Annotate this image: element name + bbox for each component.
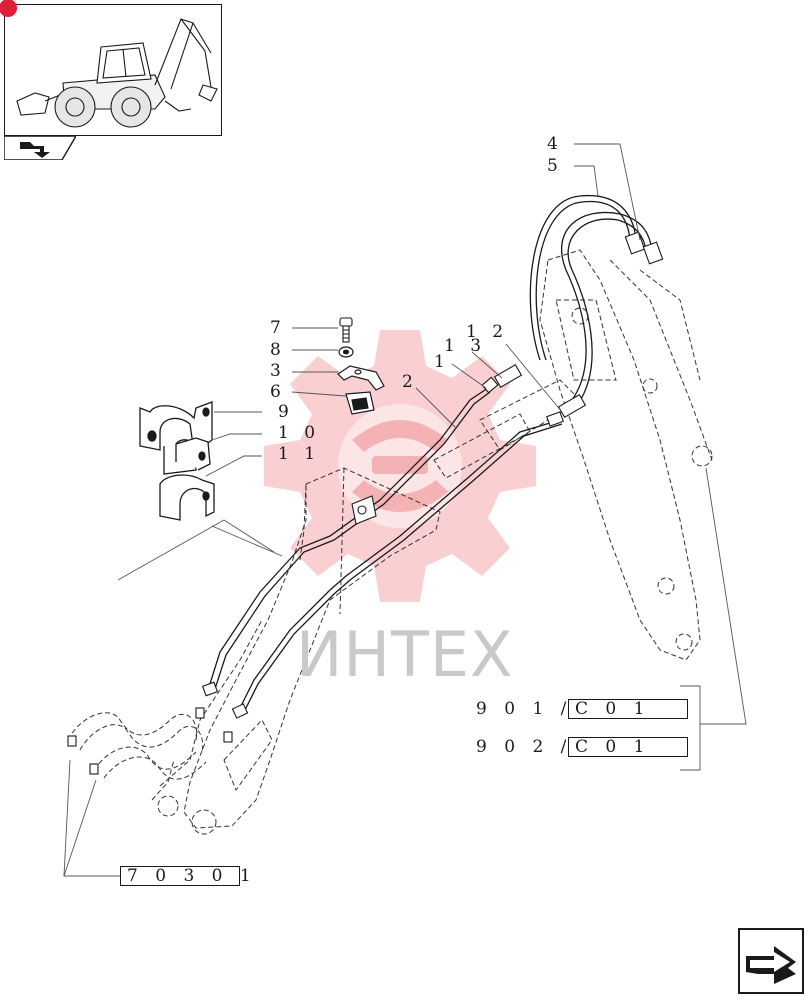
callout-3: 3: [270, 361, 286, 381]
callout-12: 1 2: [466, 322, 509, 342]
callout-13: 1 3: [444, 336, 487, 356]
callout-5: 5: [547, 156, 563, 176]
callout-6: 6: [270, 382, 286, 402]
washer-part: [338, 346, 354, 358]
ref-901-link[interactable]: C 0 1: [568, 699, 688, 719]
callout-4: 4: [547, 134, 563, 154]
callout-11: 1 1: [278, 444, 321, 464]
machine-thumbnail[interactable]: [0, 0, 222, 136]
next-page-arrow-icon: [738, 928, 804, 994]
backhoe-loader-icon: [16, 18, 218, 128]
callout-8: 8: [270, 340, 286, 360]
ref-902-link[interactable]: C 0 1: [568, 737, 688, 757]
section-tab[interactable]: [3, 135, 78, 161]
ref-901-prefix: 9 0 1 /: [476, 699, 573, 719]
callout-2: 2: [402, 372, 418, 392]
callout-10: 1 0: [278, 423, 321, 443]
callout-1: 1: [434, 352, 450, 372]
clamp-part: [337, 365, 385, 391]
ref-902-prefix: 9 0 2 /: [476, 737, 573, 757]
clamp-part-lower: [345, 391, 375, 415]
red-marker-dot: [0, 0, 17, 17]
ref-703-link[interactable]: 7 0 3 0 1: [120, 866, 251, 886]
bolt-part: [339, 317, 353, 343]
next-page-button[interactable]: [738, 928, 804, 994]
callout-9: 9: [278, 402, 294, 422]
callout-7: 7: [270, 318, 286, 338]
